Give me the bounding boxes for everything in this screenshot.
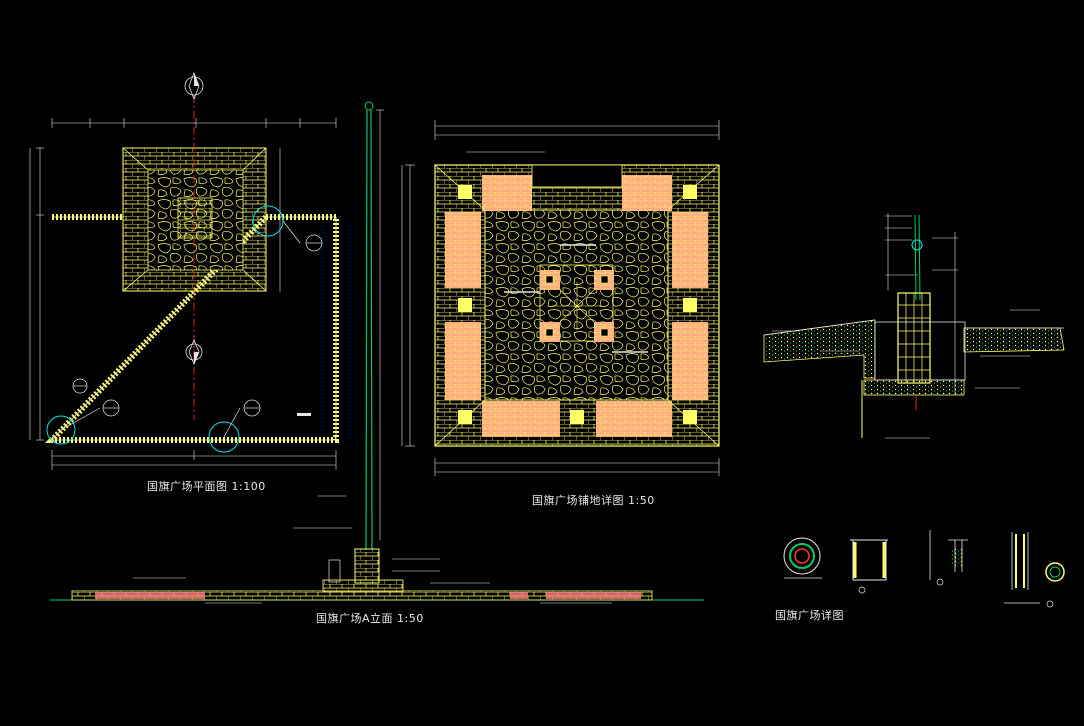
paving-title: 国旗广场铺地详图 1:50 [532, 494, 655, 507]
section-detail-view [763, 213, 1065, 439]
paving-detail-view [401, 120, 720, 476]
small-details [783, 530, 1065, 608]
plan-view [29, 71, 339, 470]
north-arrow-icon [184, 71, 204, 101]
detail-callout-icon [46, 415, 76, 445]
plan-title: 国旗广场平面图 1:100 [147, 480, 266, 493]
plan-dimensions [29, 118, 337, 470]
elevation-view [50, 101, 704, 604]
elevation-title: 国旗广场A立面 1:50 [316, 612, 424, 625]
detail-callout-icon [208, 421, 240, 453]
detail-title: 国旗广场详图 [775, 609, 844, 622]
section-marker-icon [185, 338, 203, 366]
